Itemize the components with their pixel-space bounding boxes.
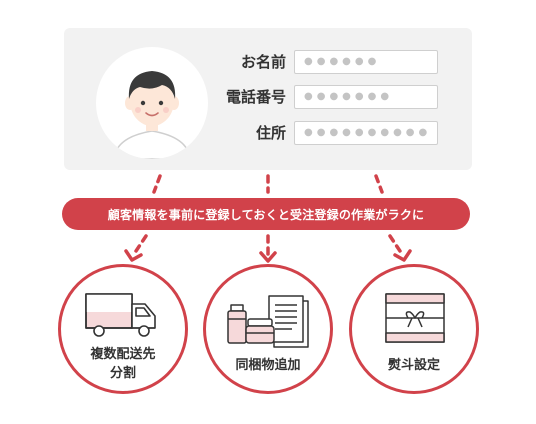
enclosure-items-icon xyxy=(227,295,309,348)
feature-noshi-label: 熨斗設定 xyxy=(387,358,440,373)
feature-multi-destination-line2: 分割 xyxy=(109,366,136,381)
address-label: 住所 xyxy=(255,124,286,142)
customer-info-card: お名前 ●●●●●● 電話番号 ●●●●●●● 住所 ●●●●●●●●●● xyxy=(64,28,472,170)
feature-enclosure-label: 同梱物追加 xyxy=(235,358,301,373)
address-field[interactable]: ●●●●●●●●●● xyxy=(294,121,438,145)
name-field[interactable]: ●●●●●● xyxy=(294,50,438,74)
avatar xyxy=(96,47,208,159)
delivery-truck-icon xyxy=(85,293,156,337)
arrow-right-lower xyxy=(388,234,404,256)
phone-label: 電話番号 xyxy=(225,88,286,106)
phone-field[interactable]: ●●●●●●● xyxy=(294,85,438,109)
person-icon xyxy=(113,71,191,159)
feature-multi-destination-line1: 複数配送先 xyxy=(90,347,156,362)
arrow-left-lower xyxy=(132,234,148,256)
feature-enclosure: 同梱物追加 xyxy=(203,264,333,394)
address-mask: ●●●●●●●●●● xyxy=(304,127,432,138)
phone-mask: ●●●●●●● xyxy=(304,91,394,102)
gift-box-icon xyxy=(385,293,445,343)
feature-noshi: 熨斗設定 xyxy=(349,264,479,394)
feature-multi-destination: 複数配送先 分割 xyxy=(58,264,188,394)
name-label: お名前 xyxy=(240,53,286,71)
name-mask: ●●●●●● xyxy=(304,56,381,67)
benefit-banner: 顧客情報を事前に登録しておくと受注登録の作業がラクに xyxy=(62,198,470,230)
